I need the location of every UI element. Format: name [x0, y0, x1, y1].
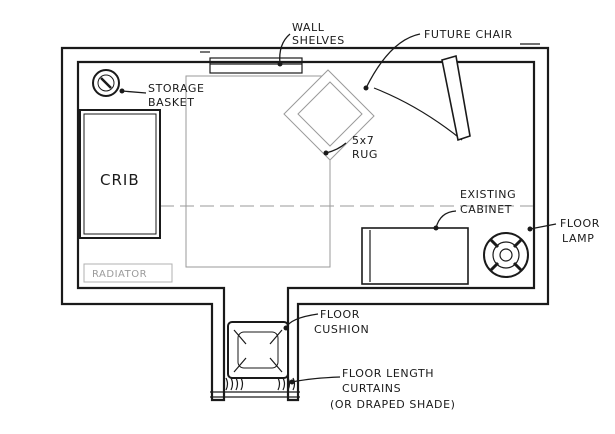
rug: [185, 75, 331, 268]
label-radiator: RADIATOR: [92, 269, 147, 280]
label-cabinet: CABINET: [460, 203, 512, 216]
label-floor-cushion-1: FLOOR: [320, 308, 360, 321]
room-walls: [60, 43, 550, 402]
existing-cabinet: [361, 227, 469, 285]
crib: [79, 109, 161, 239]
label-curtains-3: (OR DRAPED SHADE): [330, 398, 456, 411]
label-basket: BASKET: [148, 96, 195, 109]
label-curtains-2: CURTAINS: [342, 382, 401, 395]
storage-basket: [92, 69, 120, 97]
future-chair: [283, 69, 375, 161]
label-floor-lamp-1: FLOOR: [560, 217, 600, 230]
label-rug: RUG: [352, 148, 378, 161]
door: [373, 54, 471, 142]
label-storage: STORAGE: [148, 82, 205, 95]
label-curtains-1: FLOOR LENGTH: [342, 367, 434, 380]
label-shelves: SHELVES: [292, 34, 345, 47]
curtains: [225, 377, 296, 391]
label-existing: EXISTING: [460, 188, 516, 201]
label-wall: WALL: [292, 21, 325, 34]
label-floor-lamp-2: LAMP: [562, 232, 594, 245]
alcove-window: [210, 391, 300, 398]
label-floor-cushion-2: CUSHION: [314, 323, 369, 336]
floor-cushion: [227, 321, 289, 379]
label-rug-size: 5x7: [352, 134, 374, 147]
leader-lines: [119, 33, 557, 385]
label-crib: CRIB: [100, 171, 140, 189]
floor-lamp: [483, 232, 529, 278]
label-future-chair: FUTURE CHAIR: [424, 28, 513, 41]
radiator: [83, 263, 173, 283]
wall-shelves: [209, 57, 303, 74]
